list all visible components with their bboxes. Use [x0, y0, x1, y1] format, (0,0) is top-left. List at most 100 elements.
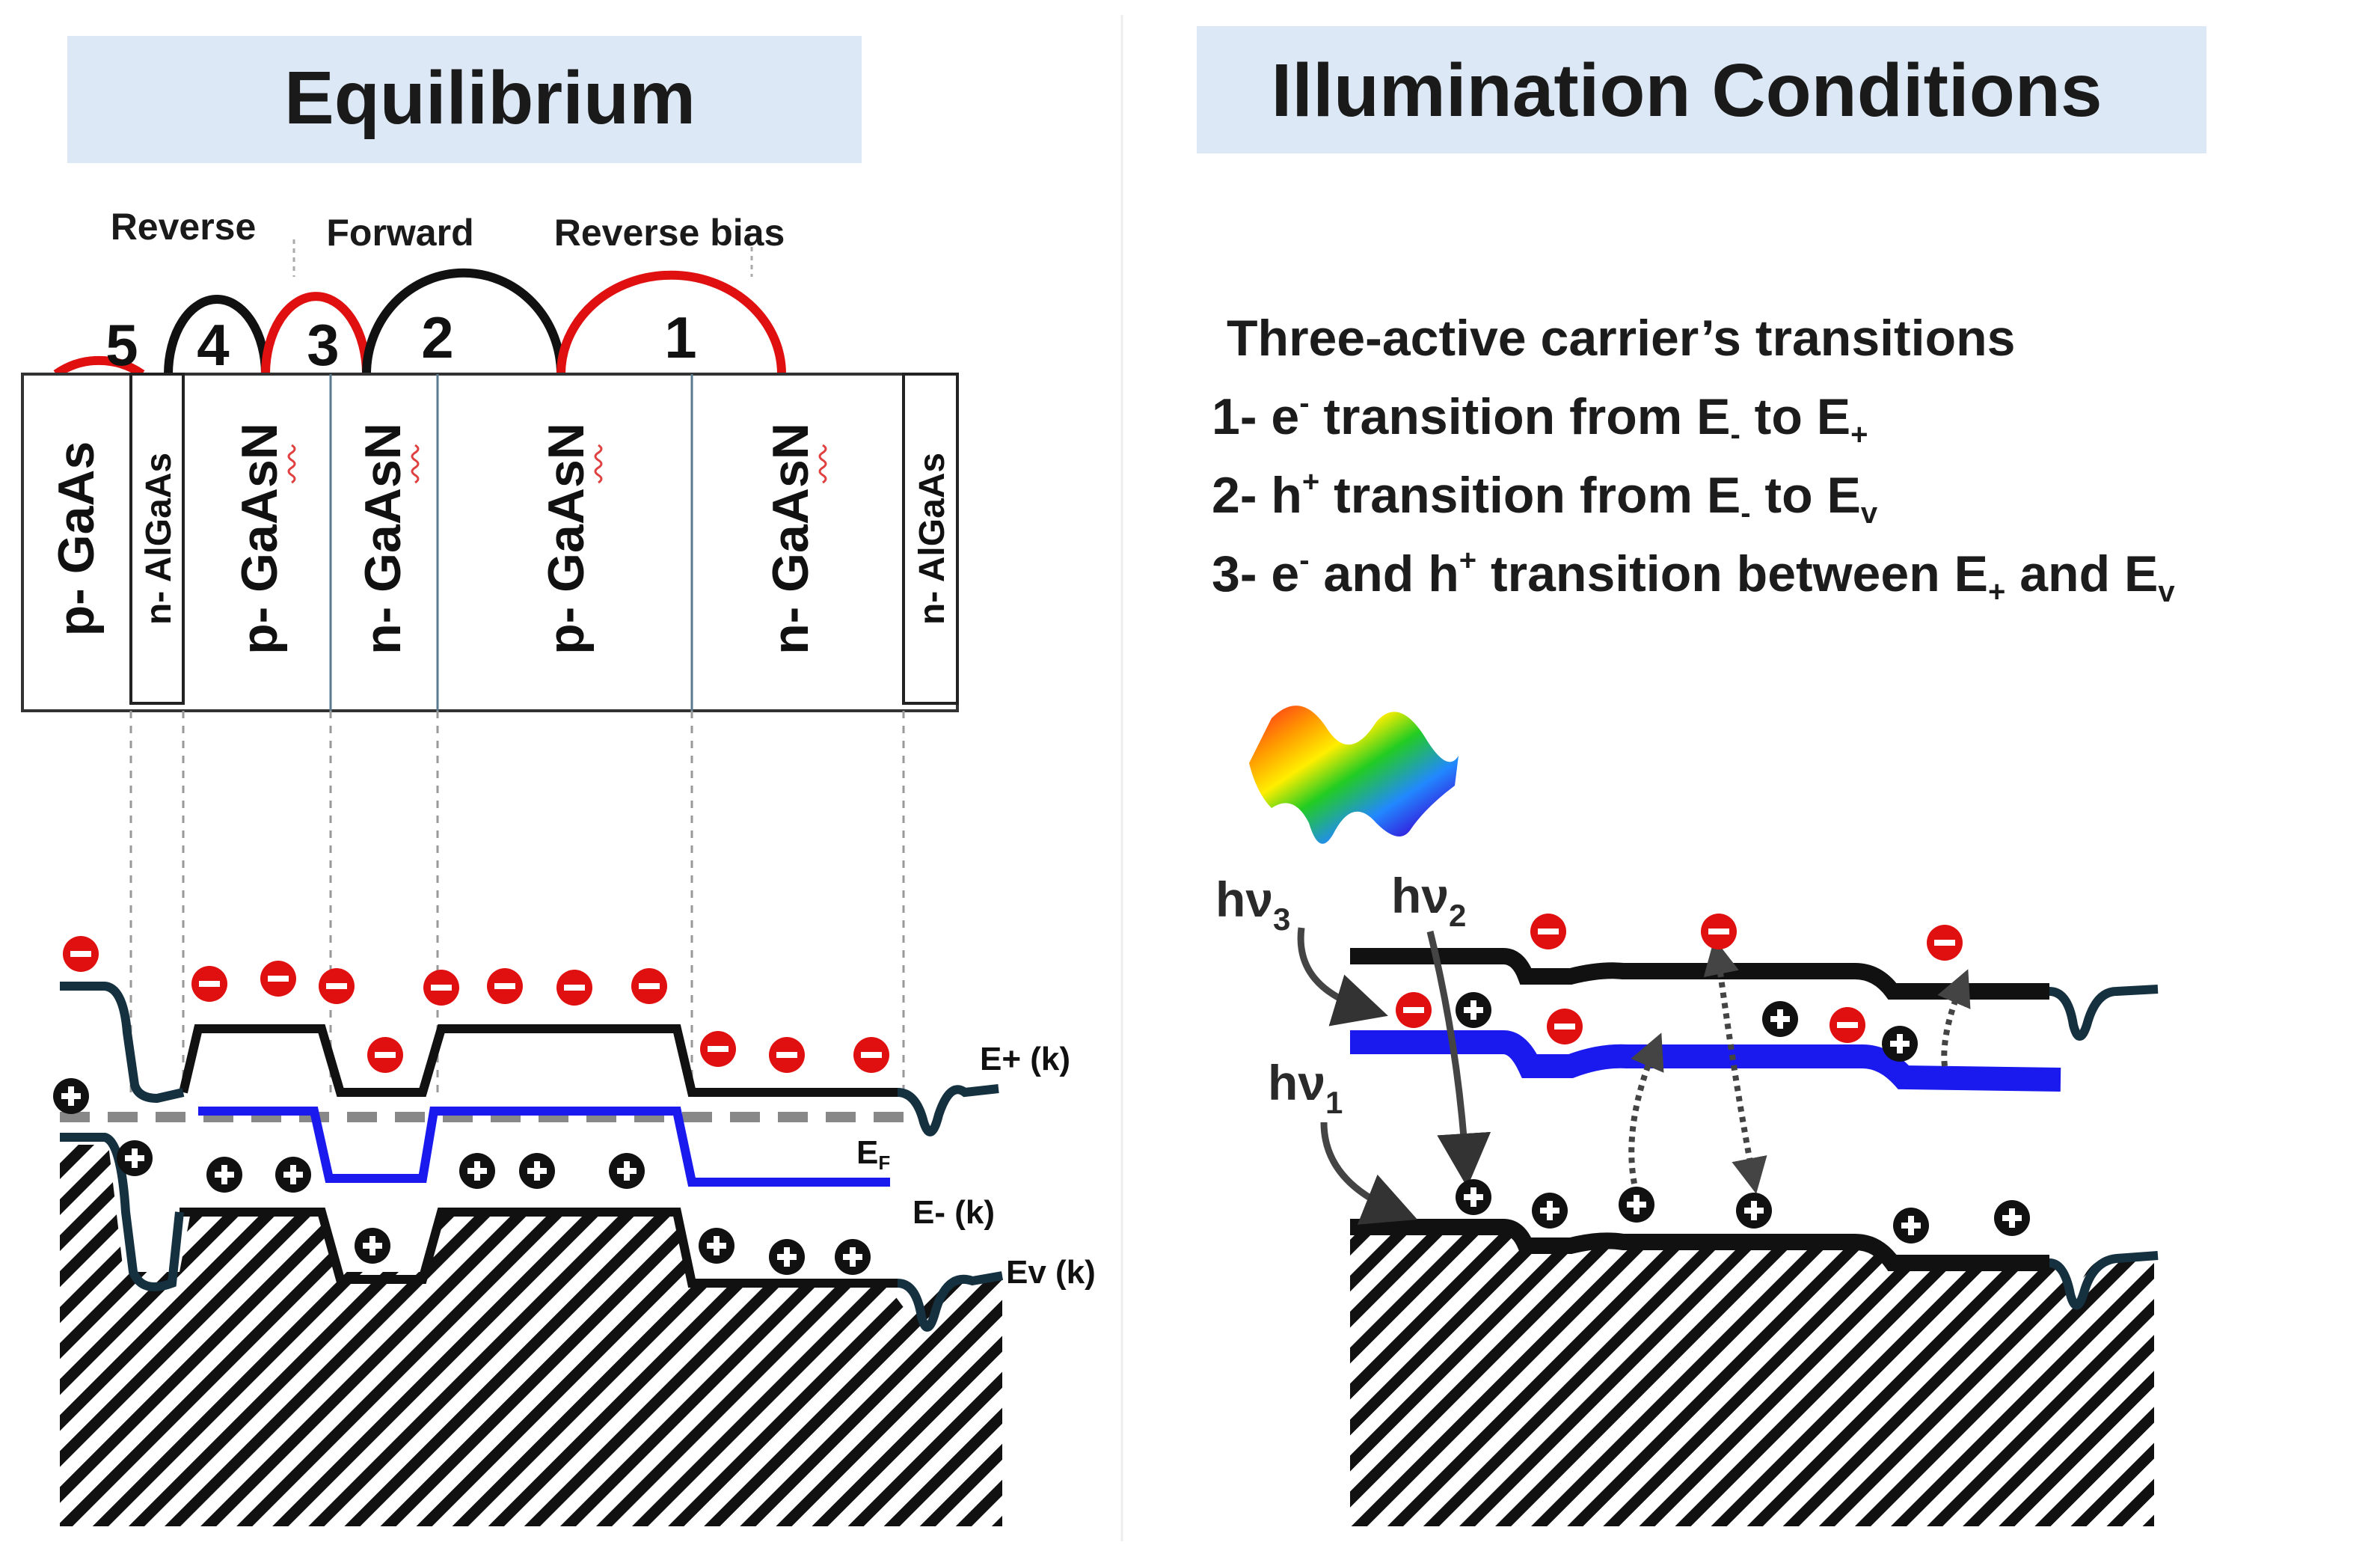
electron-minus-sign — [861, 1052, 882, 1058]
hole-plus-sign — [2009, 1208, 2015, 1228]
photon-label-2: hν2 — [1391, 868, 1466, 933]
hole-plus-sign — [221, 1165, 227, 1184]
ev-band-right — [1350, 1219, 2049, 1271]
spellcheck-underlines — [287, 444, 827, 484]
equilibrium-title-bg — [67, 36, 862, 163]
dashed-guides — [129, 711, 905, 1100]
right-panel: Illumination Conditions Three-active car… — [1197, 26, 2206, 1526]
transitions-heading: Three-active carrier’s transitions — [1227, 310, 2015, 367]
electron-minus-sign — [1403, 1007, 1424, 1013]
hole-plus-sign — [1470, 1187, 1476, 1207]
e-plus-band-teal-right — [897, 1084, 999, 1137]
junction-number-1: 1 — [664, 305, 696, 370]
electron-minus-sign — [70, 951, 91, 957]
bias-label-reverse-bias: Reverse bias — [554, 212, 785, 254]
transition-arrows — [1628, 938, 1971, 1194]
valence-hatch-right — [1350, 1227, 2154, 1526]
layer-n-algaas-box-right — [902, 373, 959, 705]
hole-plus-sign — [624, 1161, 630, 1181]
electrons-left — [63, 936, 889, 1073]
hole-plus-sign — [714, 1236, 720, 1255]
e-plus-band-right — [1350, 948, 2049, 1000]
ev-band-teal-right — [897, 1271, 1004, 1332]
layer-label-n-gaasn: n- GaAsN — [762, 423, 819, 655]
electron-minus-sign — [1934, 940, 1955, 946]
e-plus-band-right-teal — [2049, 985, 2159, 1041]
hole-plus-sign — [1751, 1201, 1757, 1220]
hole-plus-sign — [1470, 1000, 1476, 1020]
electron-minus-sign — [564, 985, 585, 991]
electron-minus-sign — [708, 1046, 729, 1052]
electron-minus-sign — [639, 983, 660, 989]
illumination-title: Illumination Conditions — [1272, 49, 2103, 132]
layer-label-p-gaasn: p- GaAsN — [538, 423, 595, 655]
hole-plus-sign — [1777, 1009, 1783, 1029]
junction-arc-4 — [164, 295, 270, 375]
light-spectrum-icon — [1249, 706, 1459, 844]
electron-minus-sign — [1554, 1024, 1575, 1030]
photon-label-3: hν3 — [1215, 872, 1290, 937]
hole-plus-sign — [534, 1161, 540, 1181]
hole-plus-sign — [290, 1165, 296, 1184]
junction-arc-2 — [362, 268, 565, 375]
hole-plus-sign — [1897, 1034, 1903, 1053]
transition-line-2: 2- h+ transition from E- to Ev — [1212, 465, 1878, 530]
electrons-right — [1396, 914, 1963, 1044]
fermi-label: EF — [856, 1134, 890, 1174]
electron-minus-sign — [1837, 1022, 1858, 1028]
photon-arrow-1 — [1320, 1122, 1418, 1225]
hole-plus-sign — [1908, 1216, 1914, 1235]
layer-label-n-gaasn: n- GaAsN — [355, 423, 411, 655]
junction-number-5: 5 — [105, 312, 138, 378]
junction-arc-1 — [556, 270, 786, 375]
junction-number-3: 3 — [307, 312, 339, 378]
electron-minus-sign — [1538, 929, 1559, 934]
valence-hatch — [60, 1137, 1002, 1526]
electron-minus-sign — [776, 1052, 797, 1058]
layer-n-algaas-box-left — [129, 373, 185, 705]
photon-arrow-3 — [1297, 927, 1388, 1027]
layer-stack-outline — [21, 373, 959, 712]
junction-arc-5 — [53, 355, 145, 378]
photon-arrow-2 — [1426, 930, 1491, 1187]
bias-label-reverse: Reverse — [111, 206, 257, 248]
hole-plus-sign — [850, 1247, 856, 1267]
e-minus-band-right — [1350, 1030, 2061, 1092]
ev-label: Ev (k) — [1006, 1254, 1096, 1291]
e-minus-label: E- (k) — [913, 1194, 995, 1231]
electron-minus-sign — [268, 976, 289, 982]
junction-number-4: 4 — [197, 312, 229, 378]
e-plus-band — [179, 1024, 898, 1097]
layer-label-p-gaas: p- GaAs — [48, 441, 105, 637]
e-plus-label: E+ (k) — [980, 1041, 1070, 1077]
bias-label-forward: Forward — [326, 212, 473, 254]
electron-minus-sign — [199, 981, 220, 987]
illumination-title-bg — [1197, 26, 2206, 153]
electron-minus-sign — [431, 985, 452, 991]
junction-arc-3 — [261, 292, 371, 375]
ev-band-teal — [60, 1133, 184, 1291]
layer-label-n-algaas: n- AlGaAs — [139, 453, 179, 625]
equilibrium-title: Equilibrium — [284, 56, 696, 140]
holes-left — [53, 1078, 871, 1275]
hole-plus-sign — [1634, 1195, 1640, 1214]
ev-band-right-teal — [2049, 1251, 2159, 1310]
transition-line-3: 3- e- and h+ transition between E+ and E… — [1212, 544, 2175, 608]
ev-band — [180, 1208, 898, 1288]
left-panel: Equilibrium Reverse Forward Reverse bias… — [21, 36, 1096, 1526]
layer-label-p-gaasn: p- GaAsN — [231, 423, 288, 655]
holes-right — [1456, 992, 2030, 1243]
electron-minus-sign — [494, 983, 515, 989]
hole-plus-sign — [132, 1148, 138, 1168]
e-minus-band — [198, 1107, 890, 1187]
e-plus-band-teal — [60, 982, 185, 1104]
hole-plus-sign — [474, 1161, 480, 1181]
electron-minus-sign — [375, 1052, 396, 1058]
electron-minus-sign — [326, 983, 347, 989]
junction-number-2: 2 — [421, 305, 453, 370]
photon-label-1: hν1 — [1268, 1055, 1343, 1120]
hole-plus-sign — [369, 1236, 375, 1255]
hole-plus-sign — [1547, 1201, 1553, 1220]
layer-label-n-algaas: n- AlGaAs — [913, 453, 952, 625]
